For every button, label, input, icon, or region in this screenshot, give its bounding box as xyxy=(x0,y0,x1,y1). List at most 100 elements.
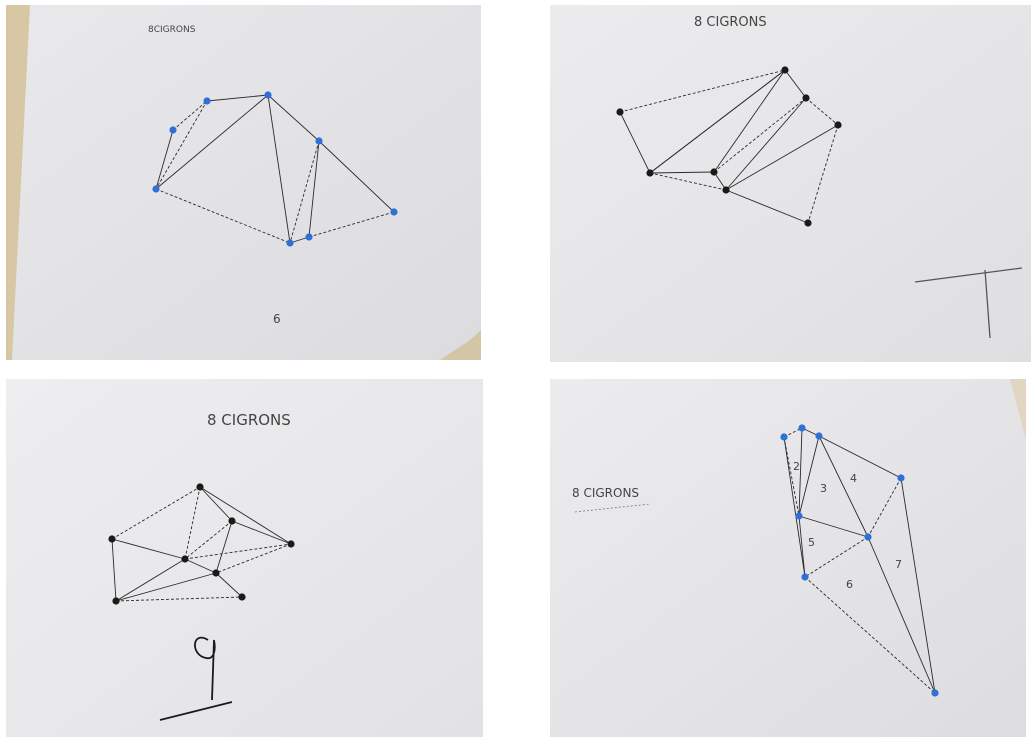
photo-graph-numbered: 8 CIGRONS 2 3 4 5 6 7 xyxy=(550,379,1026,737)
graph-edge xyxy=(867,477,902,538)
region-label: 6 xyxy=(846,578,853,591)
graph-vertex xyxy=(815,432,823,440)
region-label: 2 xyxy=(793,460,800,473)
photo-title: 8 CIGRONS xyxy=(572,486,639,500)
region-label: 4 xyxy=(850,472,857,485)
graph-vertex xyxy=(264,91,272,99)
graph-edge xyxy=(867,536,936,694)
graph-vertex xyxy=(181,555,189,563)
region-label: 7 xyxy=(895,558,902,571)
graph-edge xyxy=(818,435,902,479)
graph-edge xyxy=(713,171,727,191)
graph-vertex xyxy=(203,97,211,105)
graph-edge xyxy=(267,94,320,142)
graph-vertex xyxy=(795,512,803,520)
graph-edge xyxy=(784,69,807,99)
graph-edge xyxy=(155,188,291,244)
graph-vertex xyxy=(780,433,788,441)
graph-edge xyxy=(111,538,117,602)
photo-title: 8 CIGRONS xyxy=(207,411,291,429)
graph-edge xyxy=(111,538,186,560)
graph-edge xyxy=(155,94,269,190)
graph-edge xyxy=(215,520,233,574)
graph-edge xyxy=(725,124,839,191)
graph-vertex xyxy=(112,597,120,605)
graph-edge xyxy=(308,140,320,238)
graph-edge xyxy=(111,486,201,540)
graph-vertex xyxy=(286,239,294,247)
graph-edge xyxy=(818,435,869,538)
graph-vertex xyxy=(616,108,624,116)
graph-vertex xyxy=(801,573,809,581)
graph-edge xyxy=(267,94,291,244)
graph-edge xyxy=(649,69,786,174)
handwritten-number-9 xyxy=(159,636,233,721)
graph-vertex xyxy=(212,569,220,577)
graph-edge xyxy=(783,436,806,578)
graph-edge xyxy=(199,486,233,522)
graph-edge xyxy=(184,558,217,574)
graph-edge xyxy=(184,520,233,560)
graph-edge xyxy=(215,572,243,598)
graph-edge xyxy=(805,97,839,126)
graph-edge xyxy=(798,515,869,538)
graph-vertex xyxy=(196,483,204,491)
graph-vertex xyxy=(152,185,160,193)
graph-edge xyxy=(725,189,809,224)
graph-edge xyxy=(206,94,269,102)
graph-vertex xyxy=(834,121,842,129)
graph-vertex xyxy=(108,535,116,543)
graph-edge xyxy=(798,435,820,517)
graph-edge xyxy=(725,97,807,191)
graph-edge xyxy=(184,486,201,560)
photo-title: 8 CIGRONS xyxy=(694,15,767,30)
graph-edge xyxy=(804,576,936,694)
graph-edge xyxy=(783,436,800,517)
graph-edge xyxy=(215,543,292,574)
graph-edge xyxy=(798,427,803,517)
photo-number: 6 xyxy=(273,312,281,326)
graph-vertex xyxy=(315,137,323,145)
photo-title: 8CIGRONS xyxy=(148,25,196,35)
graph-vertex xyxy=(722,186,730,194)
graph-edge xyxy=(619,69,786,113)
graph-vertex xyxy=(228,517,236,525)
graph-edge xyxy=(172,100,208,131)
graph-edge xyxy=(115,572,217,602)
graph-edge xyxy=(155,129,174,190)
graph-edge xyxy=(184,543,292,560)
graph-vertex xyxy=(169,126,177,134)
graph-edge xyxy=(289,140,320,244)
photo-graph-7: 8 CIGRONS 7 xyxy=(550,5,1031,362)
graph-vertex xyxy=(781,66,789,74)
graph-edge xyxy=(115,558,186,602)
graph-edge xyxy=(807,124,839,224)
graph-edge xyxy=(900,477,936,694)
graph-edge xyxy=(649,172,727,191)
graph-edge xyxy=(318,140,395,213)
graph-edge xyxy=(199,486,292,545)
graph-vertex xyxy=(305,233,313,241)
graph-vertex xyxy=(287,540,295,548)
graph-edge xyxy=(115,596,243,602)
region-label: 5 xyxy=(808,536,815,549)
graph-vertex xyxy=(238,593,246,601)
graph-edge xyxy=(713,69,786,173)
graph-vertex xyxy=(646,169,654,177)
photo-graph-6: 8CIGRONS 6 xyxy=(6,5,481,360)
graph-edge xyxy=(649,171,715,174)
graph-vertex xyxy=(931,689,939,697)
graph-edge xyxy=(155,100,208,190)
graph-vertex xyxy=(864,533,872,541)
graph-vertex xyxy=(897,474,905,482)
graph-edge xyxy=(619,111,651,174)
graph-edge xyxy=(804,536,869,578)
title-underline xyxy=(574,503,651,513)
graph-vertex xyxy=(390,208,398,216)
graph-edge xyxy=(231,520,292,545)
graph-vertex xyxy=(710,168,718,176)
graph-edge xyxy=(798,515,806,578)
photo-graph-9: 8 CIGRONS 9 xyxy=(6,379,483,737)
handwritten-number-7 xyxy=(914,267,1023,339)
graph-vertex xyxy=(802,94,810,102)
